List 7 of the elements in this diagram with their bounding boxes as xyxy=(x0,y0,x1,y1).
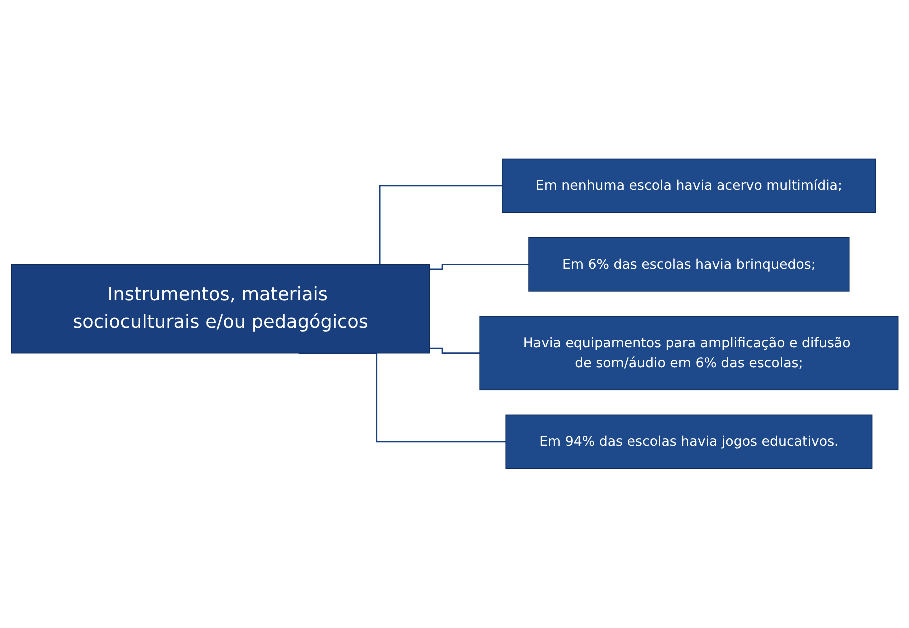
node-box: Em 6% das escolas havia brinquedos; xyxy=(528,237,850,292)
node-box: Em nenhuma escola havia acervo multimídia; xyxy=(502,158,876,214)
node-box: Havia equipamentos para amplificação e difusão de som/áudio em 6% das escolas; xyxy=(479,316,898,391)
node-box: Instrumentos, materiais socioculturais e/ou pedagógicos xyxy=(10,264,430,354)
node-box: Em 94% das escolas havia jogos educativos. xyxy=(505,414,872,470)
connector xyxy=(429,348,480,354)
connector xyxy=(429,264,529,270)
